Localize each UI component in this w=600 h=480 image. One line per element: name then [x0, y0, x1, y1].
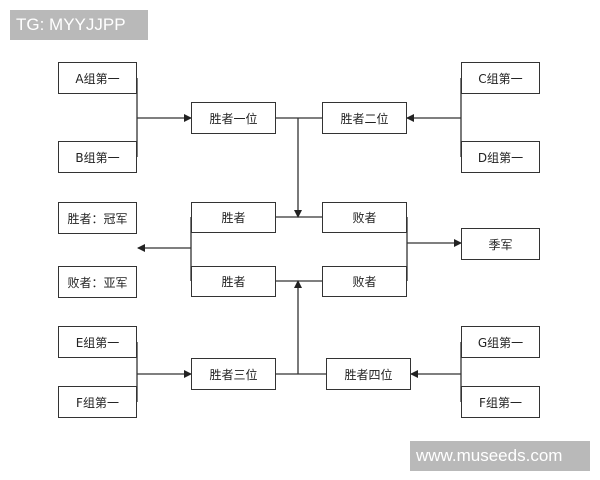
watermark-website: www.museeds.com [410, 441, 590, 471]
node-champion: 胜者：冠军 [58, 202, 137, 234]
node-f-group-first-right: F组第一 [461, 386, 540, 418]
node-f-group-first: F组第一 [58, 386, 137, 418]
node-a-group-first: A组第一 [58, 62, 137, 94]
node-g-group-first: G组第一 [461, 326, 540, 358]
watermark-telegram: TG: MYYJJPP [10, 10, 148, 40]
node-third-place: 季军 [461, 228, 540, 260]
node-c-group-first: C组第一 [461, 62, 540, 94]
node-e-group-first: E组第一 [58, 326, 137, 358]
node-winner-3: 胜者三位 [191, 358, 276, 390]
node-runner-up: 败者：亚军 [58, 266, 137, 298]
node-winner-2: 胜者二位 [322, 102, 407, 134]
node-b-group-first: B组第一 [58, 141, 137, 173]
node-winner-4: 胜者四位 [326, 358, 411, 390]
node-final-loser-top: 败者 [322, 202, 407, 233]
node-final-winner-bottom: 胜者 [191, 266, 276, 297]
node-final-loser-bottom: 败者 [322, 266, 407, 297]
node-winner-1: 胜者一位 [191, 102, 276, 134]
node-d-group-first: D组第一 [461, 141, 540, 173]
node-final-winner-top: 胜者 [191, 202, 276, 233]
